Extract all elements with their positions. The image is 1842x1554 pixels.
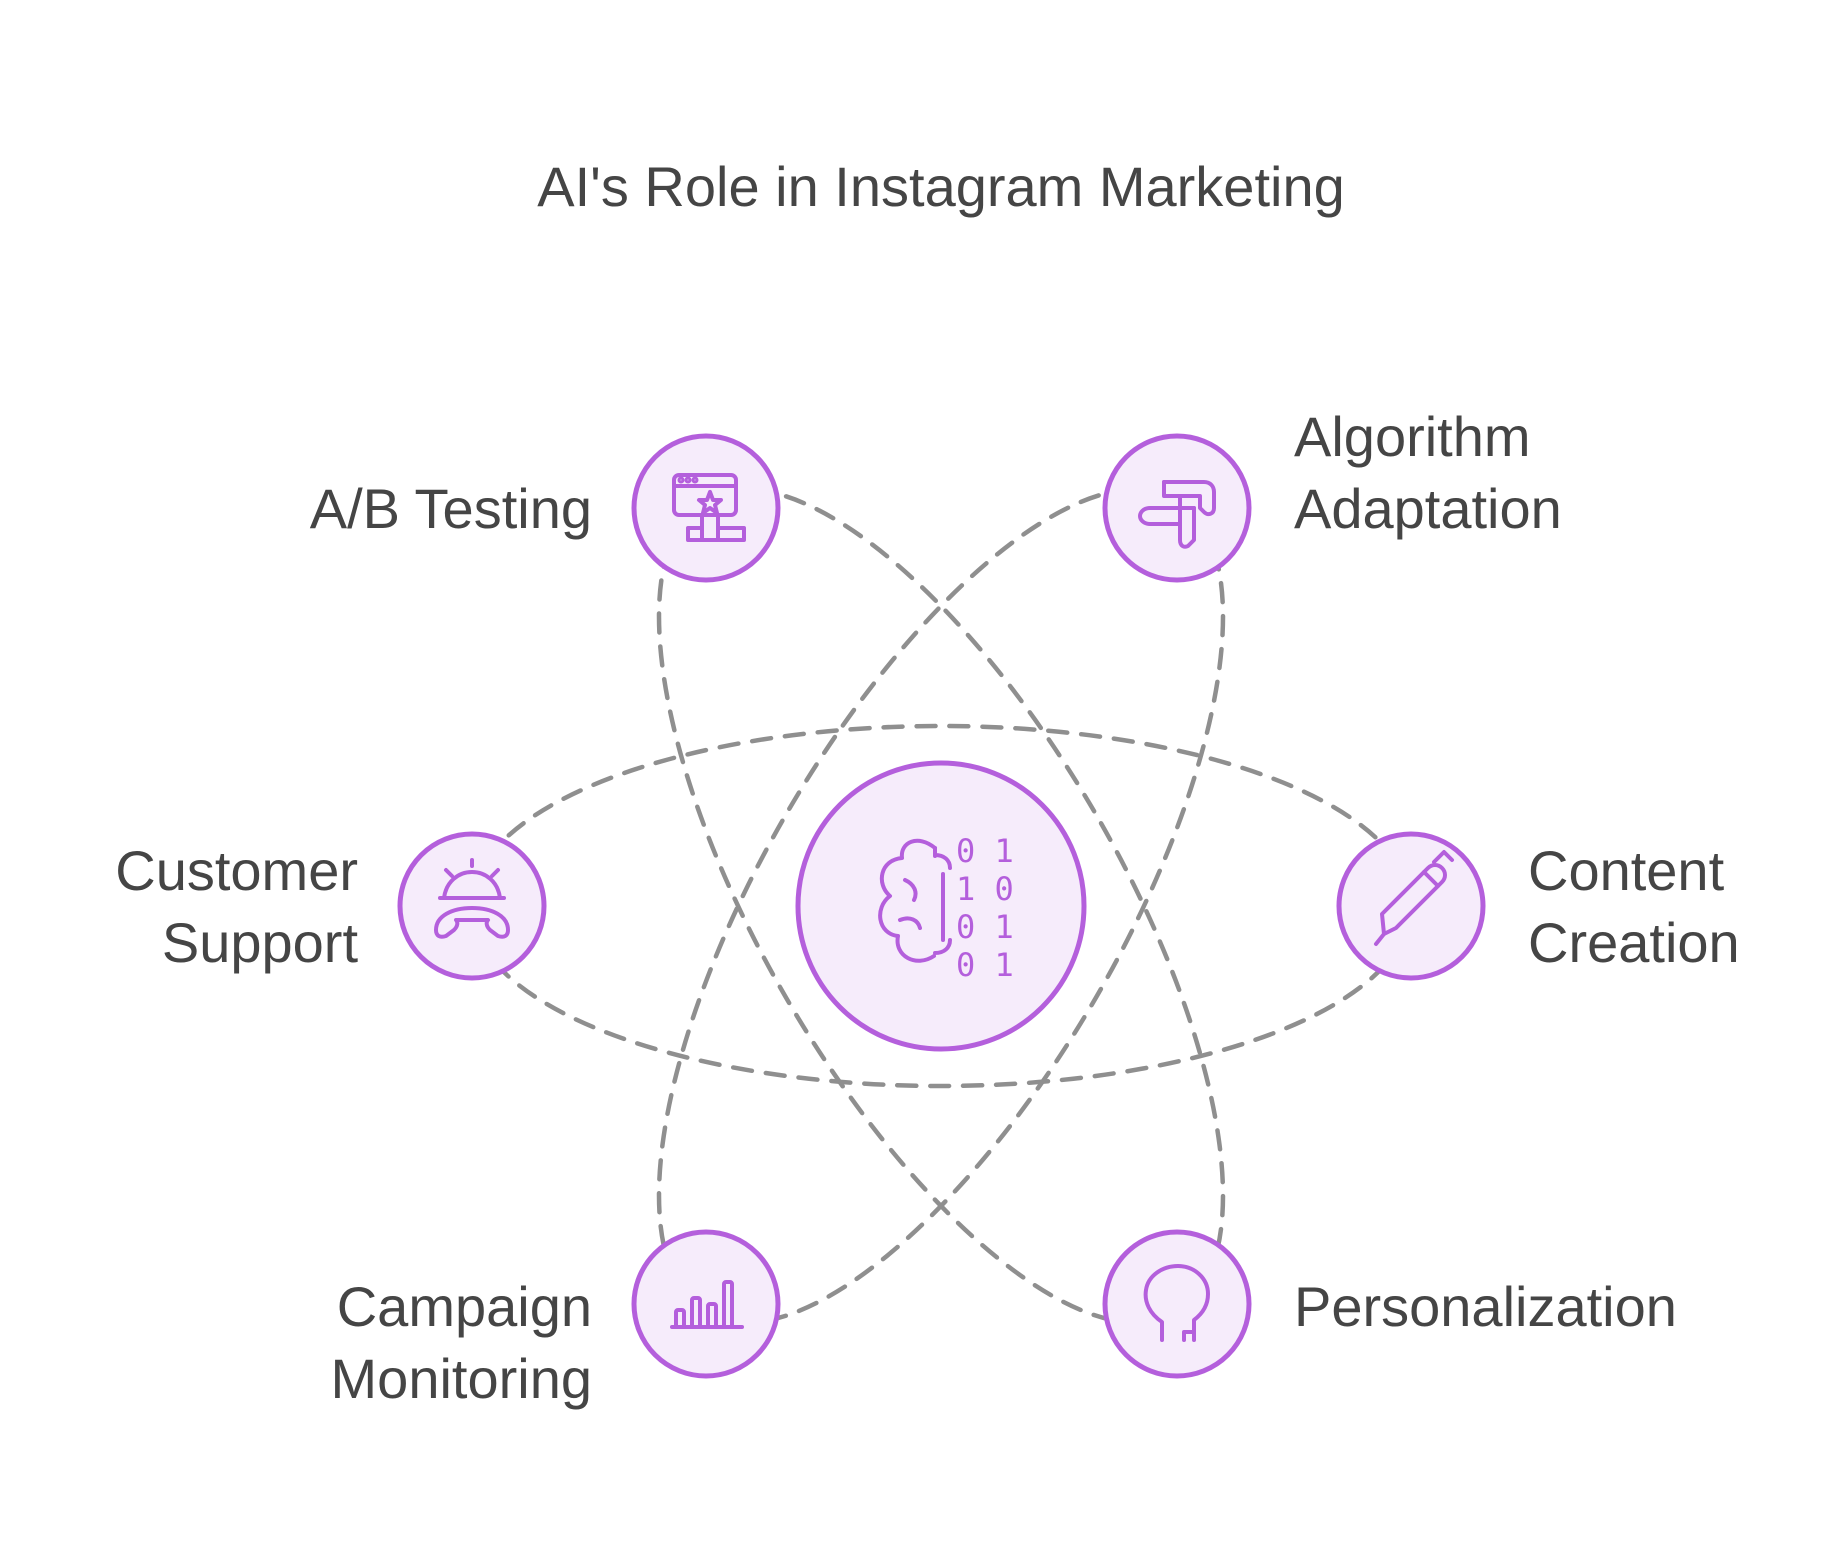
node-content-creation: Content Creation — [1336, 831, 1740, 981]
node-algorithm-adaptation: Algorithm Adaptation — [1102, 405, 1562, 583]
node-algorithm-adaptation-label-line-2: Adaptation — [1294, 477, 1562, 540]
bar-chart-icon — [670, 1280, 744, 1329]
svg-text:0 1: 0 1 — [956, 946, 1014, 984]
node-personalization-label: Personalization — [1294, 1275, 1677, 1338]
node-personalization-circle — [1102, 1229, 1252, 1379]
node-ab-testing-label: A/B Testing — [310, 477, 592, 540]
node-ab-testing: A/B Testing — [310, 433, 781, 583]
svg-text:0 1: 0 1 — [956, 908, 1014, 946]
node-algorithm-adaptation-label-line-1: Algorithm — [1294, 405, 1531, 468]
center-node: 0 1 1 0 0 1 0 1 — [795, 760, 1087, 1052]
node-campaign-monitoring-circle — [631, 1229, 781, 1379]
turn-arrow-icon — [1138, 480, 1216, 549]
brain-binary-icon: 0 1 1 0 0 1 0 1 — [878, 832, 1014, 984]
node-campaign-monitoring: Campaign Monitoring — [331, 1229, 781, 1410]
node-campaign-monitoring-label-line-2: Monitoring — [331, 1347, 592, 1410]
node-content-creation-circle — [1336, 831, 1486, 981]
head-profile-icon — [1143, 1264, 1210, 1342]
node-customer-support-label-line-1: Customer — [115, 839, 358, 902]
node-content-creation-label-line-2: Creation — [1528, 911, 1740, 974]
ab-test-podium-icon — [672, 473, 746, 542]
node-content-creation-label-line-1: Content — [1528, 839, 1725, 902]
node-campaign-monitoring-label-line-1: Campaign — [337, 1275, 592, 1338]
pen-icon — [1374, 850, 1454, 946]
node-customer-support-label-line-2: Support — [162, 911, 359, 974]
diagram-title: AI's Role in Instagram Marketing — [537, 155, 1344, 218]
svg-text:1 0: 1 0 — [956, 870, 1014, 908]
node-personalization: Personalization — [1102, 1229, 1677, 1379]
node-customer-support: Customer Support — [115, 831, 547, 981]
svg-text:0 1: 0 1 — [956, 832, 1014, 870]
telephone-support-icon — [434, 858, 510, 939]
